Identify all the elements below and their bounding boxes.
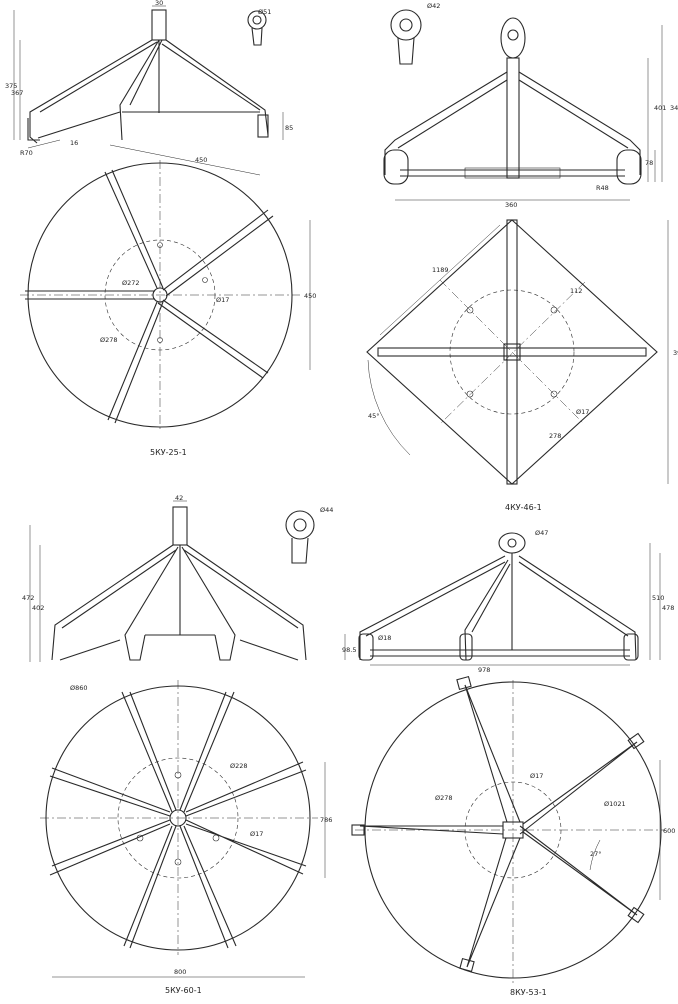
dim-foot-height: 85	[285, 124, 293, 132]
dim-eye-diameter-4: Ø47	[535, 529, 548, 537]
dim-angle-4: 27°	[590, 850, 602, 858]
dim-head-width-3: 42	[175, 494, 183, 502]
plan-8ku-53-1: Ø17 Ø278 Ø1021 27° 600 8КУ-53-1	[351, 675, 675, 997]
dim-plate-diameter-4: Ø278	[435, 794, 453, 802]
dim-rod-thickness: 16	[70, 139, 78, 147]
dim-angle-2: 45°	[368, 412, 380, 420]
dim-rod-length: 112	[570, 287, 582, 295]
dim-plan-height-3: 786	[320, 816, 332, 824]
dim-total-height-2: 401	[654, 104, 666, 112]
dim-eye-diameter-3: Ø44	[320, 506, 333, 514]
elevation-4ku-46-1: 343 401 78 R48 360	[383, 17, 678, 209]
dim-leg-height-3: 402	[32, 604, 44, 612]
view-label-8ku-53-1: 8КУ-53-1	[510, 988, 547, 997]
dim-width-4: 978	[478, 666, 490, 674]
eye-detail-5ku-60-1: Ø44	[285, 506, 333, 564]
dim-plate-diameter-3: Ø228	[230, 762, 248, 770]
dim-leg-height-4: 478	[662, 604, 674, 612]
dim-width-2: 360	[505, 201, 517, 209]
dim-bend-radius-2: R48	[596, 184, 609, 192]
view-8ku-53-1: Ø47 510 478 Ø18 98.5 978 Ø17	[342, 529, 675, 997]
dim-eye-diameter-2: Ø42	[427, 2, 440, 10]
dim-plan-height-4: 600	[663, 827, 675, 835]
dim-head-width: 30	[155, 0, 163, 7]
dim-plan-width: 450	[195, 156, 207, 164]
plan-5ku-60-1: Ø860 Ø228 Ø17 786 800 5КУ-60-1	[40, 680, 332, 995]
eye-detail-4ku-46-1: Ø42	[390, 2, 440, 65]
elevation-5ku-60-1: 42 472 402	[22, 494, 307, 662]
dim-outer-diameter-3: Ø860	[70, 684, 88, 692]
plan-4ku-46-1: 1189 112 Ø17 278 45° 399 4КУ-46-1	[366, 219, 678, 512]
dim-hole-diameter: Ø17	[216, 296, 229, 304]
elevation-8ku-53-1: Ø47 510 478 Ø18 98.5 978	[342, 529, 674, 674]
dim-bolt-circle: Ø272	[122, 279, 140, 287]
dim-plan-height: 450	[304, 292, 316, 300]
view-label-4ku-46-1: 4КУ-46-1	[505, 503, 542, 512]
dim-total-height: 375	[5, 82, 17, 90]
view-4ku-46-1: Ø42 343 401 78 R48 360	[366, 2, 678, 512]
dim-plate-diameter: Ø278	[100, 336, 118, 344]
view-5ku-60-1: 42 472 402 Ø44	[22, 494, 333, 995]
dim-hole-diameter-4: Ø17	[530, 772, 543, 780]
dim-leg-height: 367	[11, 89, 23, 97]
dim-rod-diameter-4: Ø18	[378, 634, 391, 642]
eye-detail-5ku-25-1	[247, 10, 267, 46]
plan-5ku-25-1: 450 Ø272 Ø17 Ø278 450 5КУ-25-1	[20, 144, 316, 457]
dim-plan-width-3: 800	[174, 968, 186, 976]
view-5ku-25-1: 30 Ø51 375 367 R70 16 85	[5, 0, 316, 457]
dim-foot-height-4: 98.5	[342, 646, 356, 654]
dim-hole-diameter-2: Ø17	[576, 408, 589, 416]
dim-foot-height-2: 78	[645, 159, 653, 167]
elevation-5ku-25-1: 30 Ø51 375 367 R70 16 85	[5, 0, 293, 157]
view-label-5ku-25-1: 5КУ-25-1	[150, 448, 187, 457]
dim-hole-diameter-3: Ø17	[250, 830, 263, 838]
dim-diagonal: 1189	[432, 266, 449, 274]
view-label-5ku-60-1: 5КУ-60-1	[165, 986, 202, 995]
dim-plate-diameter-2: 278	[549, 432, 561, 440]
dim-bend-radius: R70	[20, 149, 33, 157]
dim-eye-diameter: Ø51	[258, 8, 271, 16]
dim-plan-height-2: 399	[673, 349, 678, 357]
dim-total-height-4: 510	[652, 594, 664, 602]
dim-outer-diameter-4: Ø1021	[604, 800, 626, 808]
dim-total-height-3: 472	[22, 594, 34, 602]
dim-leg-height-2: 343	[670, 104, 678, 112]
